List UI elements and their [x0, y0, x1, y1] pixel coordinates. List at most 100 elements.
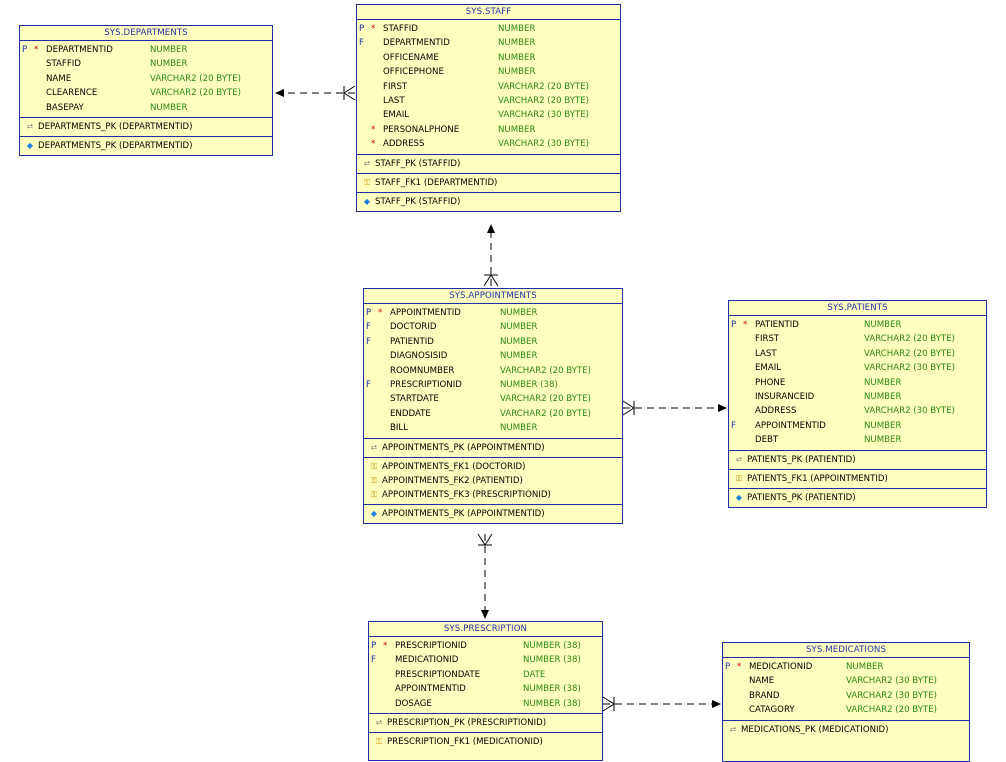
item-label: PATIENTS_PK (PATIENTID) — [747, 454, 856, 465]
primary-key-item[interactable]: ⮂PATIENTS_PK (PATIENTID) — [729, 453, 986, 467]
column-row[interactable]: BASEPAY NUMBER — [20, 101, 272, 115]
primary-key-section: ⮂APPOINTMENTS_PK (APPOINTMENTID) — [364, 439, 622, 458]
column-type: NUMBER — [498, 67, 536, 78]
mandatory-marker: * — [383, 641, 388, 651]
foreign-key-item[interactable]: ⚿PATIENTS_FK1 (APPOINTMENTID) — [729, 472, 986, 486]
column-type: NUMBER — [500, 336, 538, 347]
index-item[interactable]: ◆DEPARTMENTS_PK (DEPARTMENTID) — [20, 139, 272, 153]
column-name: STAFFID — [383, 24, 418, 34]
primary-key-item[interactable]: ⮂STAFF_PK (STAFFID) — [357, 157, 620, 171]
item-label: APPOINTMENTS_FK2 (PATIENTID) — [382, 475, 523, 486]
primary-key-item[interactable]: ⮂DEPARTMENTS_PK (DEPARTMENTID) — [20, 120, 272, 134]
foreign-key-item[interactable]: ⚿APPOINTMENTS_FK1 (DOCTORID) — [364, 460, 622, 474]
column-name: INSURANCEID — [755, 391, 815, 402]
index-item[interactable]: ◆APPOINTMENTS_PK (APPOINTMENTID) — [364, 507, 622, 521]
column-name: DEPARTMENTID — [383, 38, 450, 49]
column-type: NUMBER — [864, 420, 902, 431]
primary-key-item[interactable]: ⮂APPOINTMENTS_PK (APPOINTMENTID) — [364, 441, 622, 455]
column-type: NUMBER (38) — [500, 379, 558, 390]
relation-prescription-medications[interactable] — [602, 696, 721, 712]
mandatory-marker: * — [743, 320, 748, 330]
primary-key-item[interactable]: ⮂MEDICATIONS_PK (MEDICATIONID) — [723, 723, 969, 737]
column-type: VARCHAR2 (30 BYTE) — [846, 690, 937, 701]
index-item[interactable]: ◆PATIENTS_PK (PATIENTID) — [729, 491, 986, 505]
index-item[interactable]: ◆STAFF_PK (STAFFID) — [357, 195, 620, 209]
column-name: BASEPAY — [46, 102, 84, 113]
column-name: EMAIL — [383, 110, 410, 121]
foreign-key-item[interactable]: ⚿STAFF_FK1 (DEPARTMENTID) — [357, 176, 620, 190]
column-type: NUMBER — [498, 52, 536, 63]
foreign-key-item[interactable]: ⚿PRESCRIPTION_FK1 (MEDICATIONID) — [369, 735, 602, 749]
column-type: NUMBER — [150, 102, 188, 113]
primary-key-item[interactable]: ⮂PRESCRIPTION_PK (PRESCRIPTIONID) — [369, 716, 602, 730]
key-flag: P — [359, 24, 365, 34]
foreign-key-item[interactable]: ⚿APPOINTMENTS_FK2 (PATIENTID) — [364, 474, 622, 488]
column-name: PATIENTID — [390, 336, 434, 347]
column-name: ADDRESS — [383, 139, 425, 150]
column-name: APPOINTMENTID — [755, 420, 826, 431]
table-title: SYS.APPOINTMENTS — [364, 289, 622, 304]
key-flag: F — [731, 420, 736, 431]
column-type: NUMBER — [500, 423, 538, 434]
column-row[interactable]: F APPOINTMENTID NUMBER — [729, 419, 986, 433]
primary-key-section: ⮂PRESCRIPTION_PK (PRESCRIPTIONID) — [369, 714, 602, 733]
item-label: STAFF_PK (STAFFID) — [375, 158, 461, 169]
column-type: VARCHAR2 (20 BYTE) — [498, 95, 589, 106]
relation-appointments-staff[interactable] — [483, 224, 499, 287]
column-name: MEDICATIONID — [395, 655, 459, 666]
foreign-key-item[interactable]: ⚿APPOINTMENTS_FK3 (PRESCRIPTIONID) — [364, 488, 622, 502]
column-name: PRESCRIPTIONID — [390, 379, 462, 390]
relation-appointments-prescription[interactable] — [477, 533, 493, 619]
relation-appointments-patients[interactable] — [622, 400, 727, 416]
relation-staff-departments[interactable] — [275, 85, 356, 101]
item-label: MEDICATIONS_PK (MEDICATIONID) — [741, 724, 889, 735]
column-type: VARCHAR2 (20 BYTE) — [150, 88, 241, 99]
mandatory-marker: * — [371, 139, 376, 150]
